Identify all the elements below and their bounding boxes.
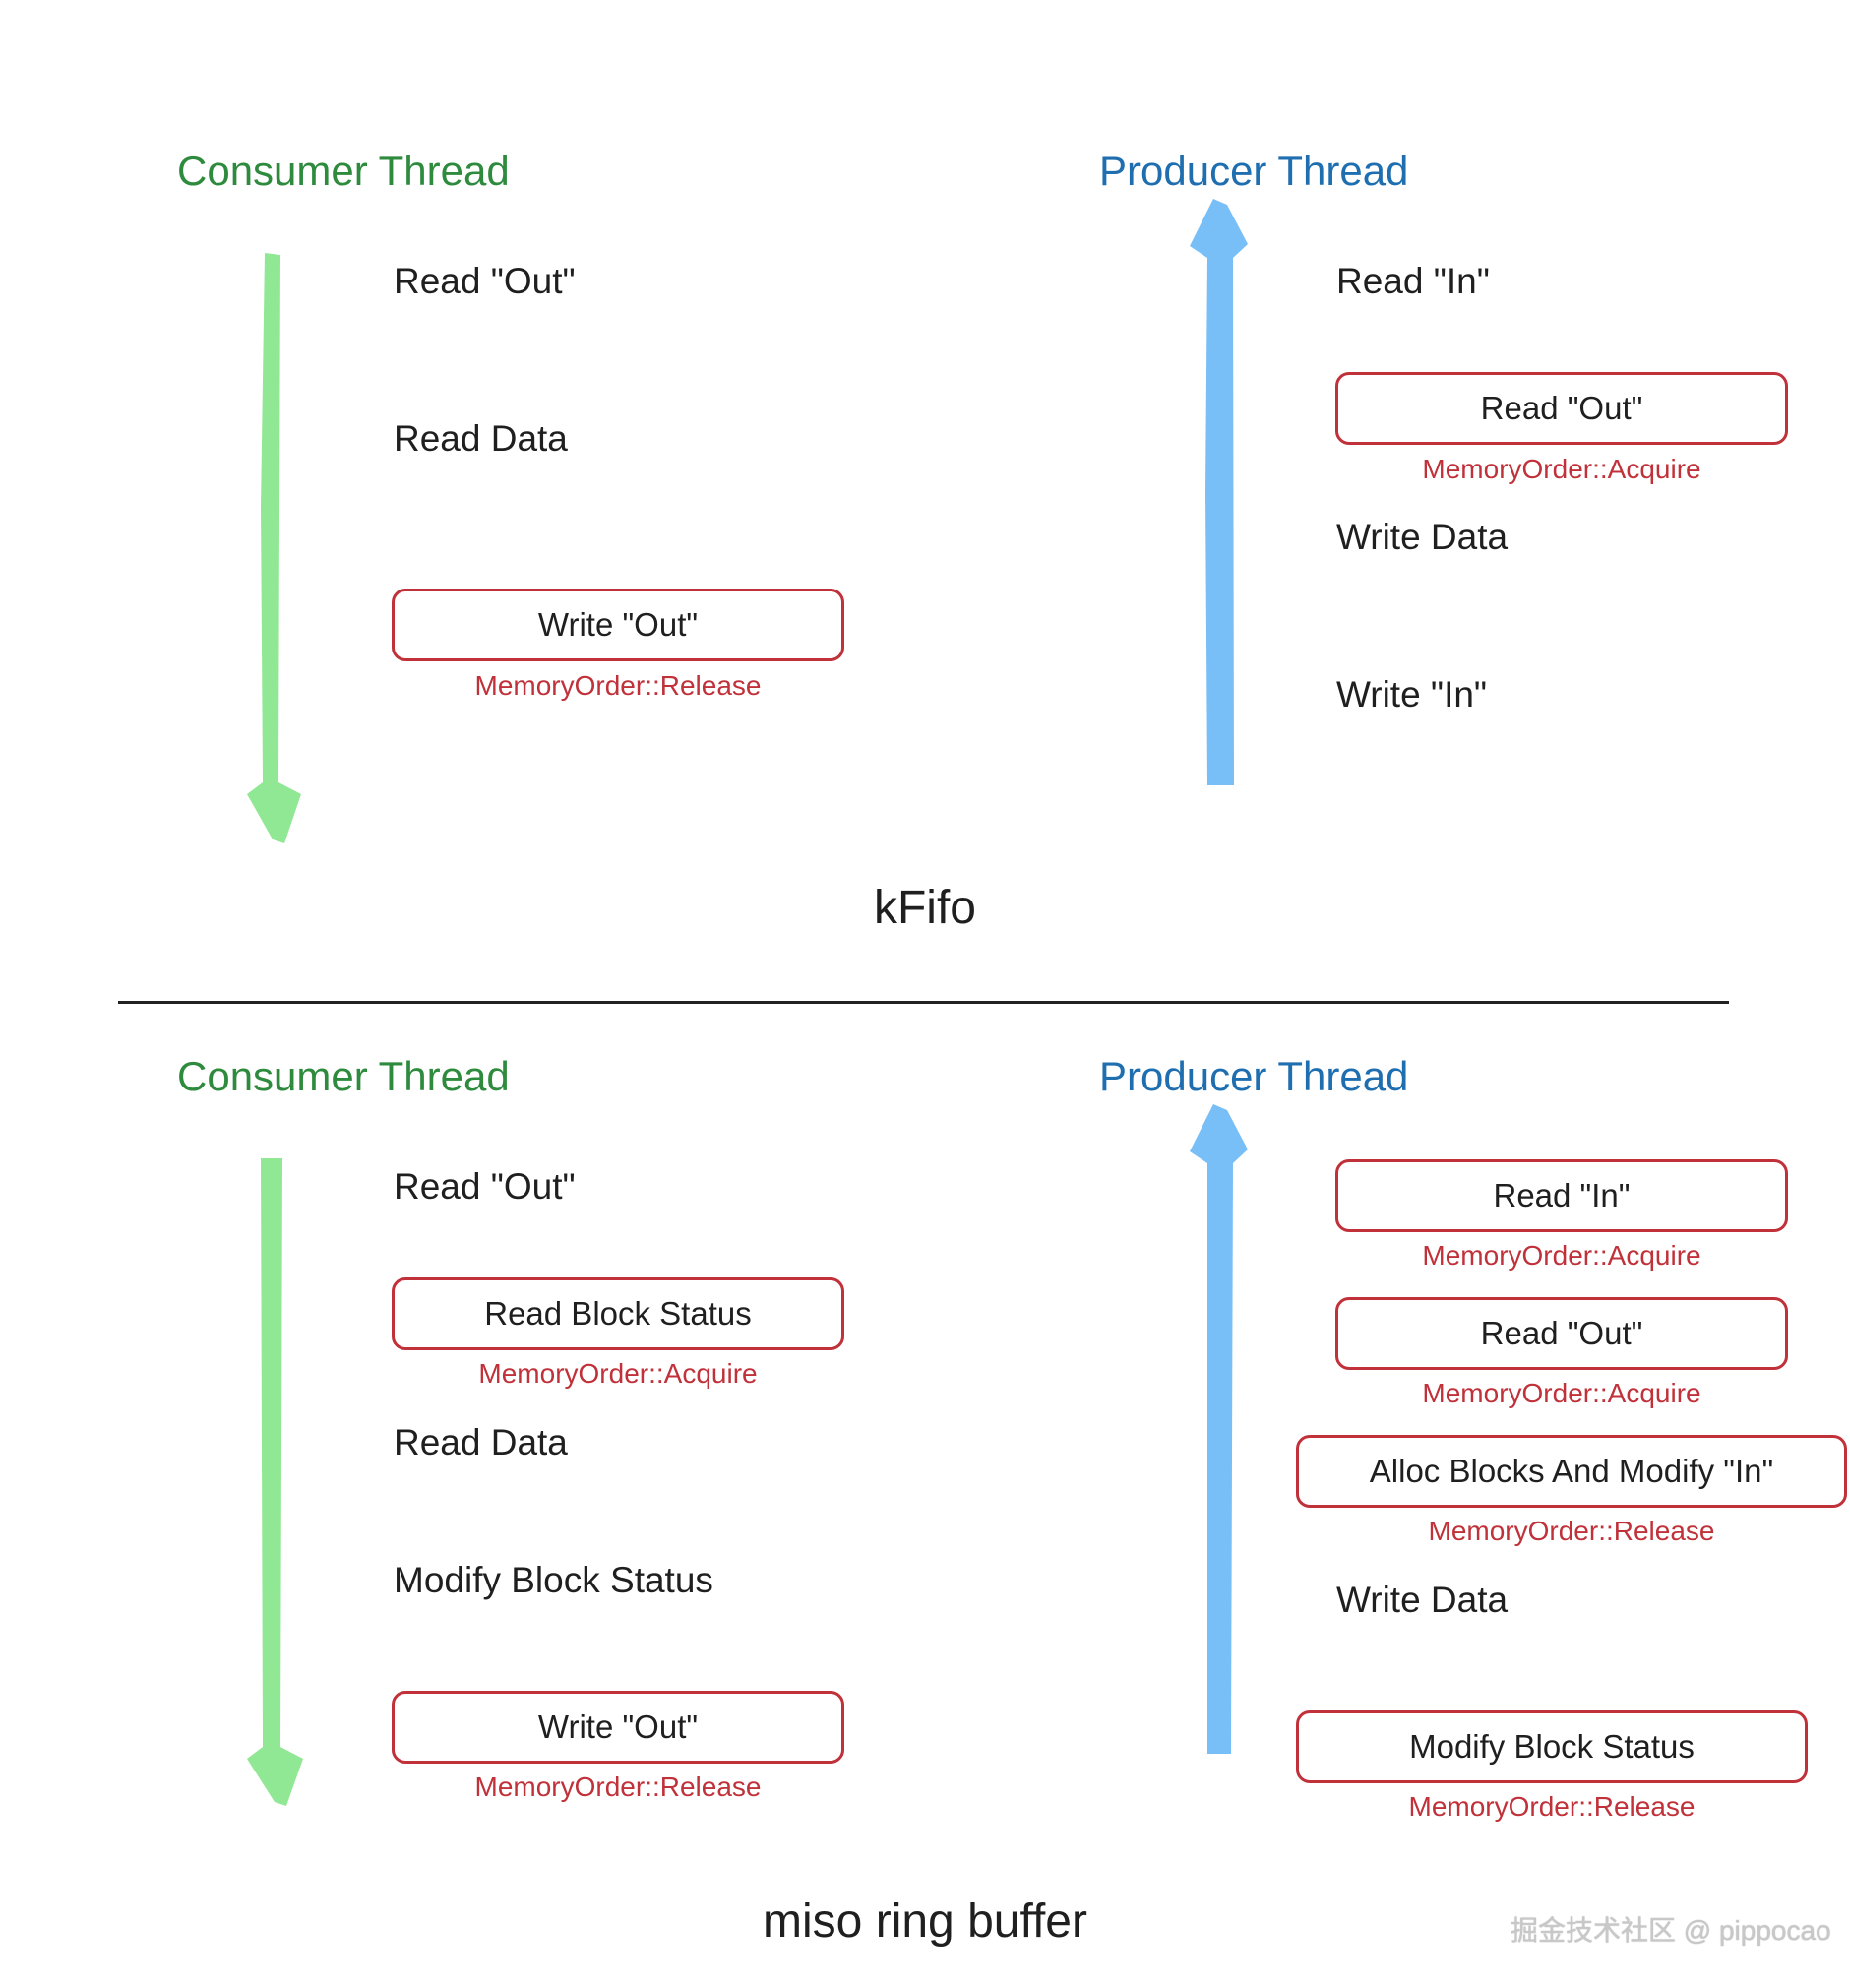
miso-producer-memory-order-release-alloc: MemoryOrder::Release [1428, 1516, 1715, 1546]
miso-producer-box-alloc-blocks: Alloc Blocks And Modify "In" [1296, 1435, 1847, 1508]
kfifo-consumer-thread-title: Consumer Thread [177, 148, 510, 194]
watermark: 掘金技术社区 @ pippocao [1511, 1915, 1831, 1946]
miso-consumer-step-read-data: Read Data [394, 1422, 568, 1462]
kfifo-producer-step-write-in: Write "In" [1336, 674, 1488, 714]
kfifo-caption: kFifo [873, 882, 976, 934]
kfifo-producer-step-read-in: Read "In" [1336, 261, 1490, 301]
kfifo-consumer-memory-order-release: MemoryOrder::Release [474, 670, 762, 701]
miso-producer-box-read-out: Read "Out" [1335, 1297, 1788, 1370]
miso-consumer-step-read-out: Read "Out" [394, 1166, 576, 1207]
miso-consumer-down-arrow-icon [247, 1158, 303, 1806]
miso-consumer-memory-order-release: MemoryOrder::Release [474, 1771, 762, 1802]
kfifo-consumer-step-read-out: Read "Out" [394, 261, 576, 301]
miso-producer-memory-order-release-modify: MemoryOrder::Release [1408, 1791, 1696, 1822]
kfifo-consumer-box-write-out: Write "Out" [392, 589, 844, 661]
miso-producer-box-modify-block-status: Modify Block Status [1296, 1710, 1808, 1783]
kfifo-consumer-step-read-data: Read Data [394, 418, 568, 459]
miso-consumer-box-write-out: Write "Out" [392, 1691, 844, 1764]
miso-producer-step-write-data: Write Data [1336, 1580, 1509, 1620]
miso-consumer-step-modify-block-status: Modify Block Status [394, 1560, 713, 1600]
miso-consumer-thread-title: Consumer Thread [177, 1053, 510, 1099]
miso-producer-memory-order-acquire-out: MemoryOrder::Acquire [1422, 1378, 1701, 1408]
kfifo-producer-thread-title: Producer Thread [1099, 148, 1409, 194]
miso-consumer-box-read-block-status: Read Block Status [392, 1277, 844, 1350]
kfifo-producer-box-read-out: Read "Out" [1335, 372, 1788, 445]
kfifo-consumer-down-arrow-icon [247, 253, 301, 843]
miso-producer-thread-title: Producer Thread [1099, 1053, 1409, 1099]
miso-producer-box-read-in: Read "In" [1335, 1159, 1788, 1232]
miso-producer-up-arrow-icon [1190, 1104, 1248, 1754]
miso-consumer-memory-order-acquire: MemoryOrder::Acquire [478, 1358, 758, 1389]
section-divider [118, 1001, 1729, 1004]
kfifo-producer-up-arrow-icon [1190, 199, 1248, 785]
kfifo-producer-step-write-data: Write Data [1336, 517, 1509, 557]
kfifo-producer-memory-order-acquire: MemoryOrder::Acquire [1422, 454, 1701, 484]
miso-producer-memory-order-acquire-in: MemoryOrder::Acquire [1422, 1240, 1701, 1271]
miso-caption: miso ring buffer [763, 1895, 1087, 1948]
